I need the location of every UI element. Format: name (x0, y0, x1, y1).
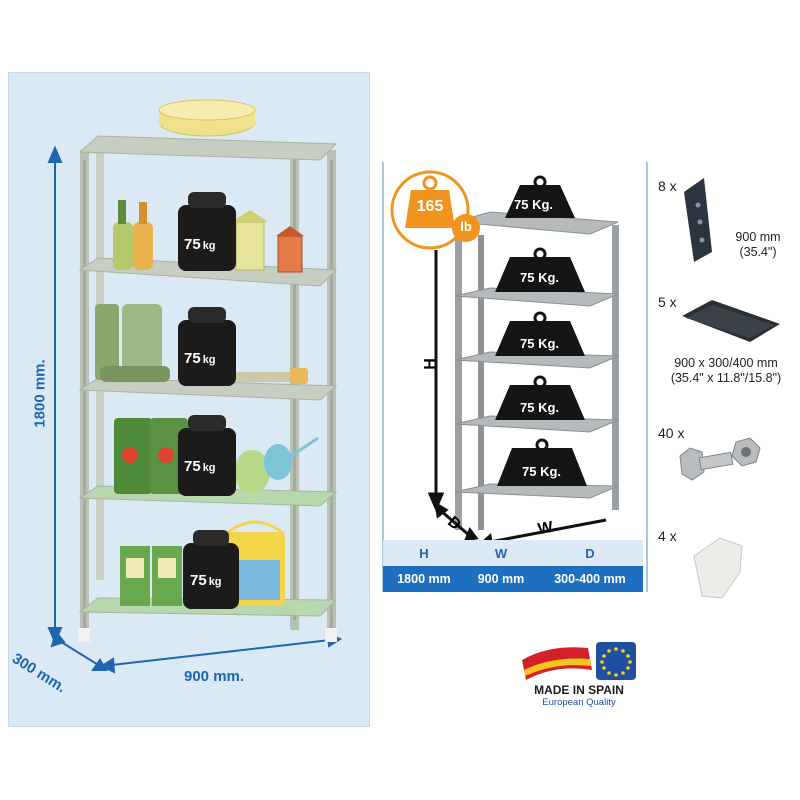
accessory-desc-upright: 900 mm (35.4") (720, 230, 796, 260)
lanterns (232, 210, 304, 273)
spec-header-h: H (419, 545, 429, 561)
spec-table-values: 1800 mm 900 mm 300-400 mm (383, 566, 643, 592)
garden-tools (232, 368, 308, 384)
capacity-value: 165 (416, 198, 444, 215)
plastic-foot-icon (693, 537, 743, 599)
shelf-panel-icon (682, 300, 780, 342)
divider-left (382, 162, 384, 592)
rubber-boots (95, 304, 170, 382)
diagram-weight-label-2: 75 Kg. (520, 270, 560, 285)
diagram-weight-label-1: 75 Kg. (514, 197, 554, 212)
accessory-desc-upright-line1: 900 mm (735, 230, 781, 244)
spain-flag-icon (522, 647, 592, 680)
accessory-desc-shelf: 900 x 300/400 mm (35.4" x 11.8"/15.8") (652, 356, 800, 386)
bolt-nut-icon (679, 437, 761, 481)
spec-table-header: H W D (383, 540, 643, 566)
diagram-weight-label-4: 75 Kg. (520, 400, 560, 415)
watering-cans (234, 436, 319, 494)
badge-title: MADE IN SPAIN (534, 683, 624, 697)
accessory-desc-shelf-line2: (35.4" x 11.8"/15.8") (670, 371, 782, 385)
spec-value-d: 300-400 mm (554, 572, 626, 586)
upright-post-icon (684, 178, 712, 262)
seed-boxes (120, 546, 182, 606)
width-label: 900 mm. (184, 668, 245, 685)
eu-flag-icon (596, 642, 636, 680)
accessory-qty-upright: 8 x (658, 178, 677, 194)
diagram-shelf-frame (454, 211, 619, 530)
divider-right (646, 162, 648, 592)
weight-1 (178, 192, 236, 271)
spray-bottles (113, 200, 153, 270)
capacity-unit: lb (460, 219, 472, 234)
accessory-qty-bolts: 40 x (658, 425, 685, 441)
depth-dimension-arrow (50, 629, 108, 671)
diagram-weights (495, 175, 587, 486)
accessory-qty-shelf: 5 x (658, 294, 677, 310)
accessory-desc-upright-line2: (35.4") (739, 245, 777, 259)
spec-value-w: 900 mm (477, 572, 525, 586)
weight-4 (183, 530, 239, 609)
accessory-desc-shelf-line1: 900 x 300/400 mm (674, 356, 778, 370)
spec-value-h: 1800 mm (397, 572, 451, 586)
diagram-weight-label-5: 75 Kg. (522, 464, 562, 479)
spec-table: H W D 1800 mm 900 mm 300-400 mm (383, 540, 643, 592)
spec-header-w: W (494, 545, 508, 561)
accessory-qty-feet: 4 x (658, 528, 677, 544)
weight-3 (178, 415, 236, 496)
weight-2 (178, 307, 236, 386)
spec-header-d: D (585, 545, 595, 561)
hose-reel (158, 99, 256, 137)
diagram-weight-label-3: 75 Kg. (520, 336, 560, 351)
badge-subtitle: European Quality (542, 697, 616, 708)
capacity-badge (390, 170, 480, 250)
